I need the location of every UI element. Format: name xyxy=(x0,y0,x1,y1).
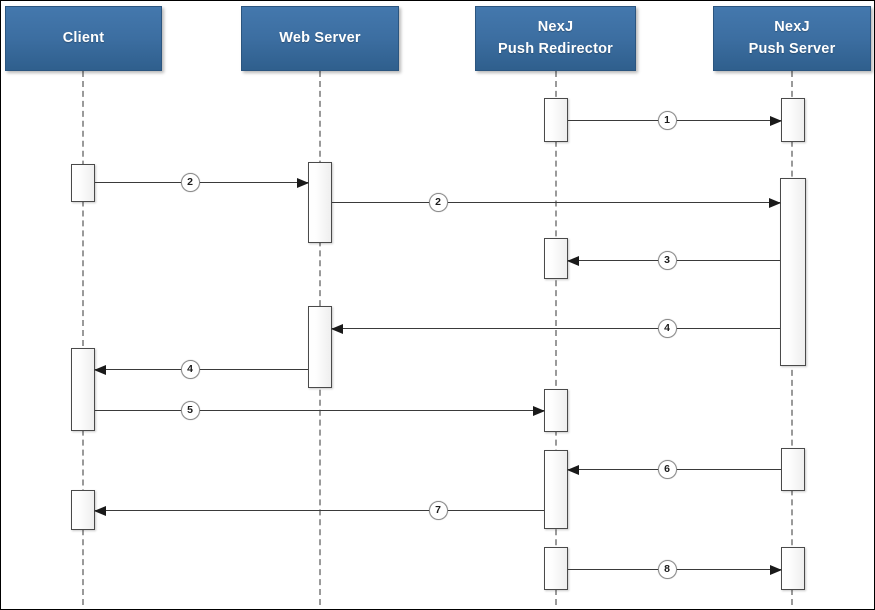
message-sequence-badge: 4 xyxy=(657,318,677,338)
message-arrow-4-pushserver-to-webserver[interactable] xyxy=(331,323,780,334)
arrowhead-left-icon xyxy=(94,505,106,516)
message-sequence-badge: 7 xyxy=(428,500,448,520)
activation-bar-redirector[interactable] xyxy=(544,238,568,279)
message-arrow-7-redirector-to-client[interactable] xyxy=(94,505,544,516)
arrowhead-left-icon xyxy=(331,323,343,334)
message-sequence-badge: 1 xyxy=(657,110,677,130)
arrowhead-right-icon xyxy=(297,177,309,188)
arrowhead-right-icon xyxy=(769,197,781,208)
arrowhead-left-icon xyxy=(567,255,579,266)
activation-bar-webserver[interactable] xyxy=(308,306,332,388)
participant-label: Client xyxy=(62,29,105,46)
activation-bar-redirector[interactable] xyxy=(544,450,568,529)
message-sequence-badge: 5 xyxy=(180,400,200,420)
activation-bar-pushserver[interactable] xyxy=(780,178,806,366)
message-sequence-badge: 4 xyxy=(180,359,200,379)
activation-bar-pushserver[interactable] xyxy=(781,448,805,491)
activation-bar-pushserver[interactable] xyxy=(781,98,805,142)
lifeline-client xyxy=(82,71,84,605)
message-arrow-2-client-to-webserver[interactable] xyxy=(95,177,309,188)
message-sequence-badge: 8 xyxy=(657,559,677,579)
activation-bar-redirector[interactable] xyxy=(544,389,568,432)
arrowhead-right-icon xyxy=(533,405,545,416)
message-arrow-5-client-to-redirector[interactable] xyxy=(95,405,545,416)
activation-bar-webserver[interactable] xyxy=(308,162,332,243)
activation-bar-client[interactable] xyxy=(71,164,95,202)
participant-webserver[interactable]: Web Server xyxy=(241,6,399,71)
activation-bar-client[interactable] xyxy=(71,348,95,431)
message-sequence-badge: 2 xyxy=(180,172,200,192)
activation-bar-redirector[interactable] xyxy=(544,98,568,142)
arrowhead-right-icon xyxy=(770,564,782,575)
message-sequence-badge: 2 xyxy=(428,192,448,212)
arrowhead-left-icon xyxy=(94,364,106,375)
message-sequence-badge: 6 xyxy=(657,459,677,479)
message-arrow-4-webserver-to-client[interactable] xyxy=(94,364,308,375)
participant-label: Web Server xyxy=(279,29,361,46)
arrowhead-right-icon xyxy=(770,115,782,126)
message-sequence-badge: 3 xyxy=(657,250,677,270)
participant-client[interactable]: Client xyxy=(5,6,162,71)
activation-bar-client[interactable] xyxy=(71,490,95,530)
activation-bar-redirector[interactable] xyxy=(544,547,568,590)
arrowhead-left-icon xyxy=(567,464,579,475)
activation-bar-pushserver[interactable] xyxy=(781,547,805,590)
message-arrow-2-webserver-to-pushserver[interactable] xyxy=(332,197,781,208)
lifeline-redirector xyxy=(555,71,557,605)
